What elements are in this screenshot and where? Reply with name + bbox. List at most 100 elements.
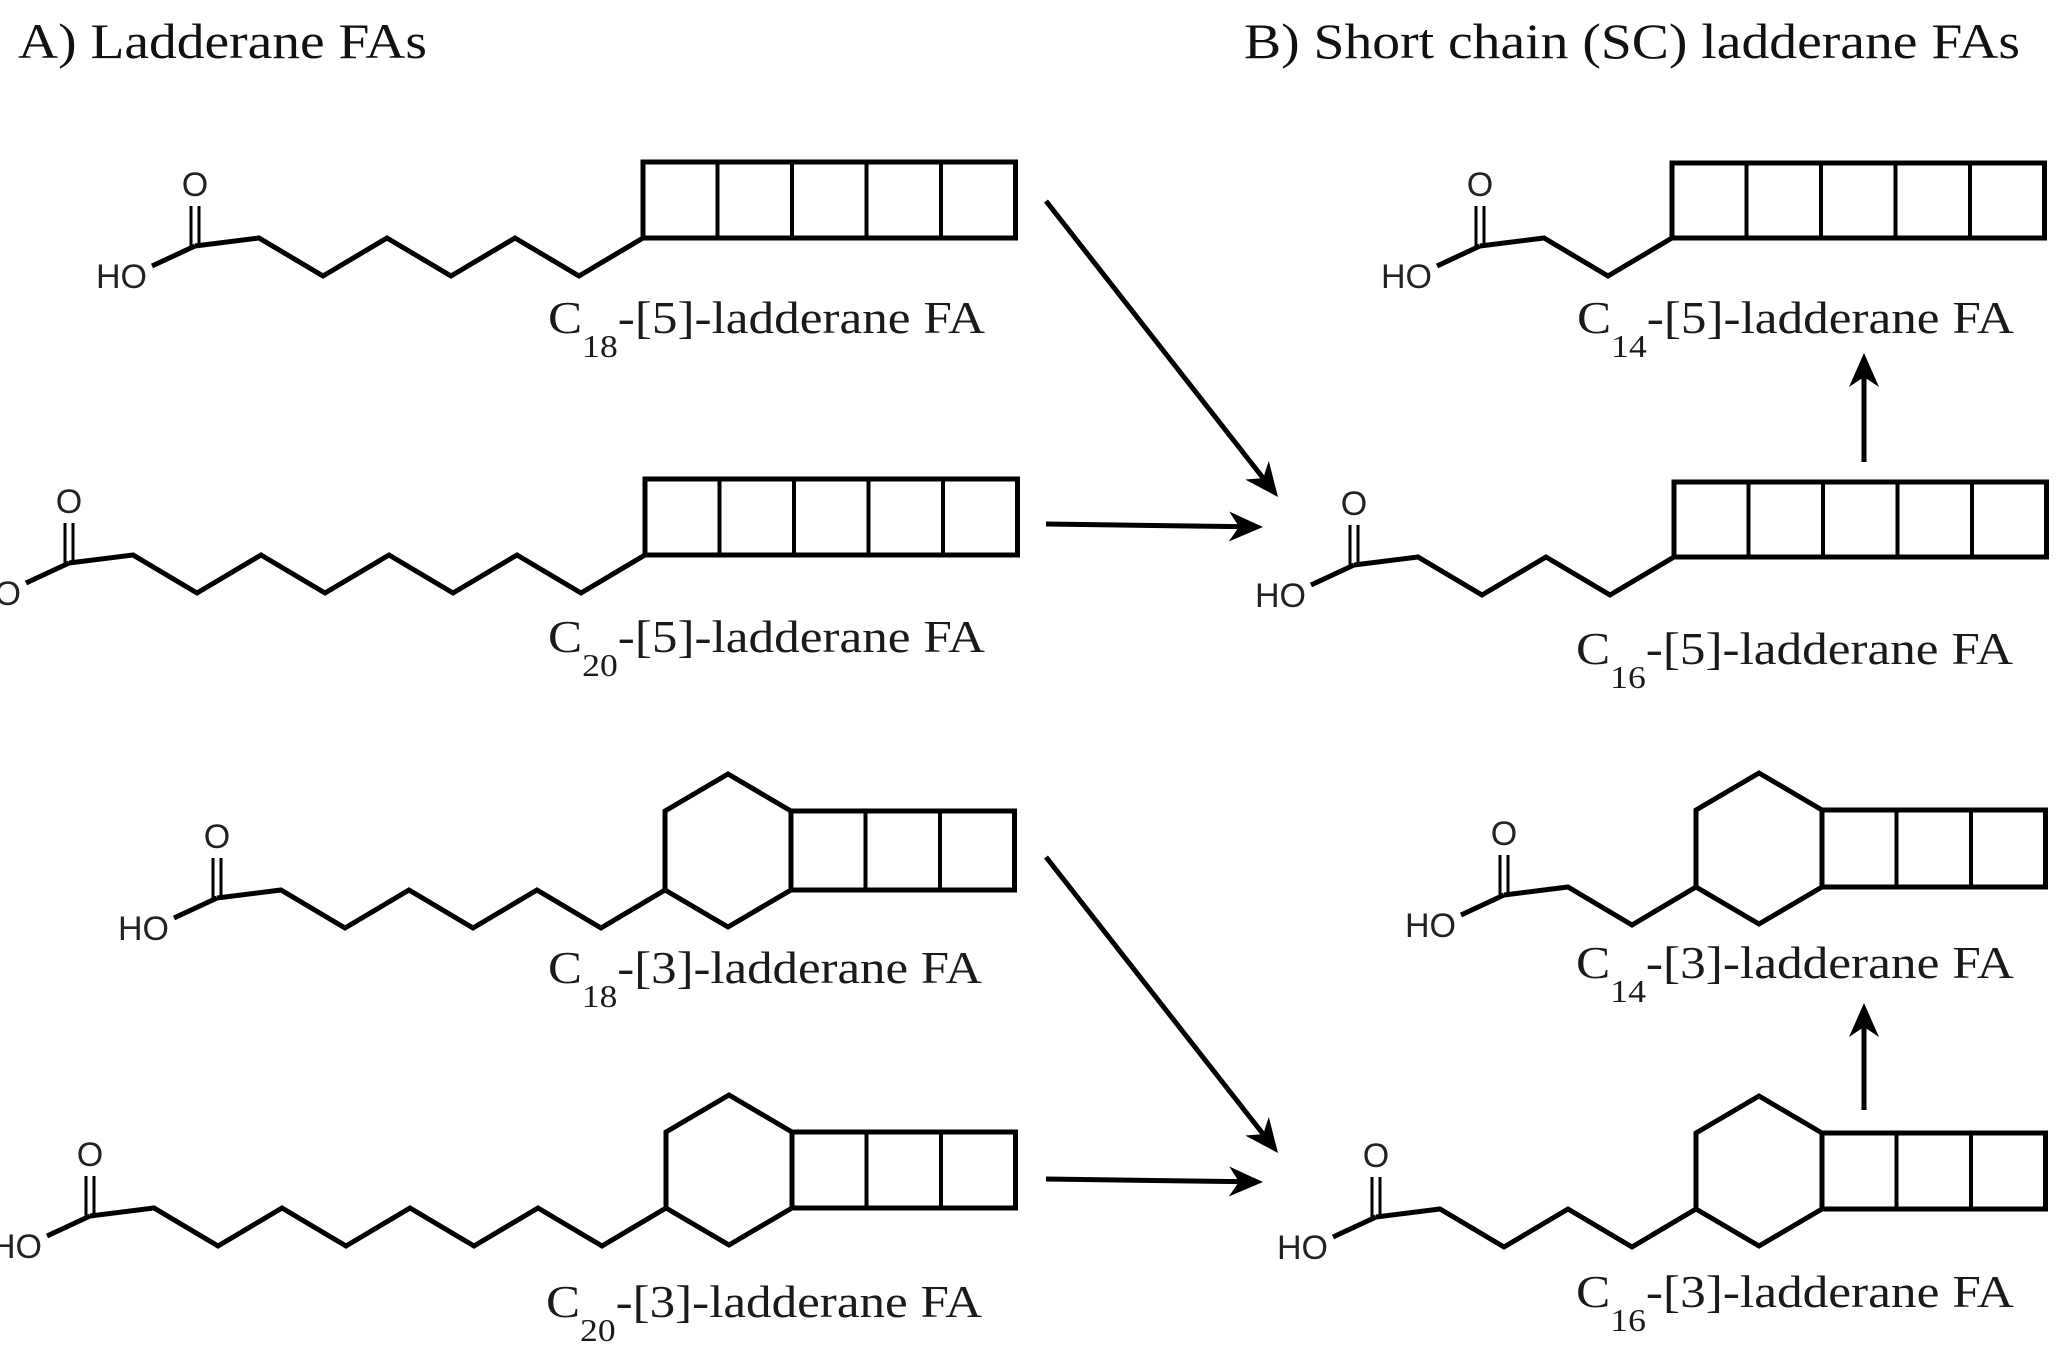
hydroxyl-label: HO xyxy=(96,258,147,296)
compound-name: C14-[3]-ladderane FA xyxy=(1576,937,2014,1009)
alkyl-chain xyxy=(1503,884,1698,928)
hydroxyl-label: HO xyxy=(1405,907,1456,945)
alkyl-chain xyxy=(1375,1206,1698,1250)
compound-name-subscript: 16 xyxy=(1610,659,1646,695)
oxygen-atom-label: O xyxy=(1341,485,1367,523)
compound-name: C20-[5]-ladderane FA xyxy=(548,611,985,683)
reaction-arrow-c18-5-to-c16-5 xyxy=(1044,199,1278,497)
arrow-shaft xyxy=(1044,199,1266,480)
compound-name-suffix: -[5]-ladderane FA xyxy=(1646,623,2013,674)
panel-a-title: A) Ladderane FAs xyxy=(18,13,427,69)
ladder-outline xyxy=(1669,160,2047,241)
compound-name: C20-[3]-ladderane FA xyxy=(546,1276,982,1348)
compound-name-subscript: 18 xyxy=(582,328,618,364)
compound-name-prefix: C xyxy=(1577,292,1611,343)
compound-name-prefix: C xyxy=(548,292,582,343)
ladder-outline xyxy=(1819,1130,2048,1212)
molecule-c14-5: O HO C14-[5]-ladderane FA xyxy=(1381,160,2047,364)
arrow-head-icon xyxy=(1245,461,1278,497)
cyclobutane-ladder xyxy=(1669,160,2047,241)
oxygen-atom-label: O xyxy=(1363,1137,1389,1175)
molecule-c18-3: O HO C18-[3]-ladderane FA xyxy=(118,771,1017,1014)
cyclobutane-ladder xyxy=(788,808,1017,893)
panel-b-title: B) Short chain (SC) ladderane FAs xyxy=(1244,13,2020,69)
compound-name-prefix: C xyxy=(1576,937,1610,988)
compound-name-suffix: -[5]-ladderane FA xyxy=(618,292,985,343)
compound-name-suffix: -[3]-ladderane FA xyxy=(1646,937,2014,988)
arrow-head-icon xyxy=(1228,1166,1263,1197)
hydroxyl-bond xyxy=(1459,892,1506,918)
compound-name-subscript: 18 xyxy=(582,978,617,1014)
compound-name: C18-[3]-ladderane FA xyxy=(548,942,982,1014)
reaction-arrow-c16-3-to-c14-3 xyxy=(1849,1003,1879,1110)
arrow-shaft xyxy=(1045,521,1240,530)
compound-name-subscript: 20 xyxy=(582,647,618,683)
oxygen-atom-label: O xyxy=(77,1136,103,1174)
oxygen-atom-label: O xyxy=(182,166,208,204)
oxygen-atom-label: O xyxy=(56,483,82,521)
ladder-outline xyxy=(1671,479,2049,560)
oxygen-atom-label: O xyxy=(1467,166,1493,204)
molecule-c18-5: O HO C18-[5]-ladderane FA xyxy=(96,159,1018,364)
hydroxyl-label: HO xyxy=(1255,577,1306,615)
oxygen-atom-label: O xyxy=(204,818,230,856)
compound-name-prefix: C xyxy=(548,611,582,662)
hydroxyl-bond xyxy=(24,560,71,586)
compound-name-prefix: C xyxy=(548,942,582,993)
arrow-head-icon xyxy=(1245,1117,1278,1153)
cyclobutane-ladder xyxy=(642,476,1020,558)
compound-name: C18-[5]-ladderane FA xyxy=(548,292,985,364)
arrow-head-icon xyxy=(1849,353,1879,387)
hydroxyl-label: HO xyxy=(118,910,169,948)
compound-name: C16-[3]-ladderane FA xyxy=(1576,1266,2014,1338)
arrow-shaft xyxy=(1045,1176,1240,1185)
hydroxyl-bond xyxy=(150,243,197,269)
compound-name-prefix: C xyxy=(1576,623,1610,674)
ladder-outline xyxy=(640,159,1018,241)
compound-name-suffix: -[5]-ladderane FA xyxy=(618,611,985,662)
hydroxyl-bond xyxy=(45,1213,92,1239)
alkyl-chain xyxy=(1353,554,1676,598)
hydroxyl-label: HO xyxy=(1381,258,1432,296)
ladder-outline xyxy=(789,1129,1018,1211)
compound-name-prefix: C xyxy=(546,1276,580,1327)
reaction-arrow-c20-3-to-c16-3 xyxy=(1045,1166,1263,1197)
ladder-outline xyxy=(642,476,1020,558)
compound-name-prefix: C xyxy=(1576,1266,1610,1317)
molecule-c16-5: O HO C16-[5]-ladderane FA xyxy=(1255,479,2049,695)
compound-name-suffix: -[3]-ladderane FA xyxy=(616,1276,982,1327)
alkyl-chain xyxy=(1479,235,1674,279)
hydroxyl-label: HO xyxy=(0,575,21,613)
alkyl-chain xyxy=(194,235,645,279)
compound-name-suffix: -[3]-ladderane FA xyxy=(1646,1266,2014,1317)
hydroxyl-label: HO xyxy=(1277,1229,1328,1267)
arrow-head-icon xyxy=(1228,511,1263,542)
arrow-head-icon xyxy=(1849,1003,1879,1037)
compound-name-suffix: -[5]-ladderane FA xyxy=(1647,292,2014,343)
compound-name-suffix: -[3]-ladderane FA xyxy=(617,942,982,993)
reaction-arrow-c20-5-to-c16-5 xyxy=(1045,511,1263,542)
hydroxyl-bond xyxy=(172,895,219,921)
cyclobutane-ladder xyxy=(1819,807,2048,890)
hydroxyl-bond xyxy=(1309,562,1356,588)
compound-name-subscript: 14 xyxy=(1610,973,1646,1009)
compound-name: C14-[5]-ladderane FA xyxy=(1577,292,2014,364)
molecule-c20-5: O HO C20-[5]-ladderane FA xyxy=(0,476,1020,683)
hydroxyl-bond xyxy=(1435,243,1482,269)
cyclobutane-ladder xyxy=(789,1129,1018,1211)
arrow-shaft xyxy=(1044,855,1266,1136)
cyclobutane-ladder xyxy=(1819,1130,2048,1212)
alkyl-chain xyxy=(216,887,667,931)
molecule-c16-3: O HO C16-[3]-ladderane FA xyxy=(1277,1093,2048,1338)
ladder-outline xyxy=(788,808,1017,893)
reaction-arrow-c16-5-to-c14-5 xyxy=(1849,353,1879,462)
compound-name-subscript: 16 xyxy=(1610,1302,1646,1338)
cyclobutane-ladder xyxy=(640,159,1018,241)
arrows-layer xyxy=(1044,199,1879,1197)
compound-name-subscript: 14 xyxy=(1611,328,1647,364)
